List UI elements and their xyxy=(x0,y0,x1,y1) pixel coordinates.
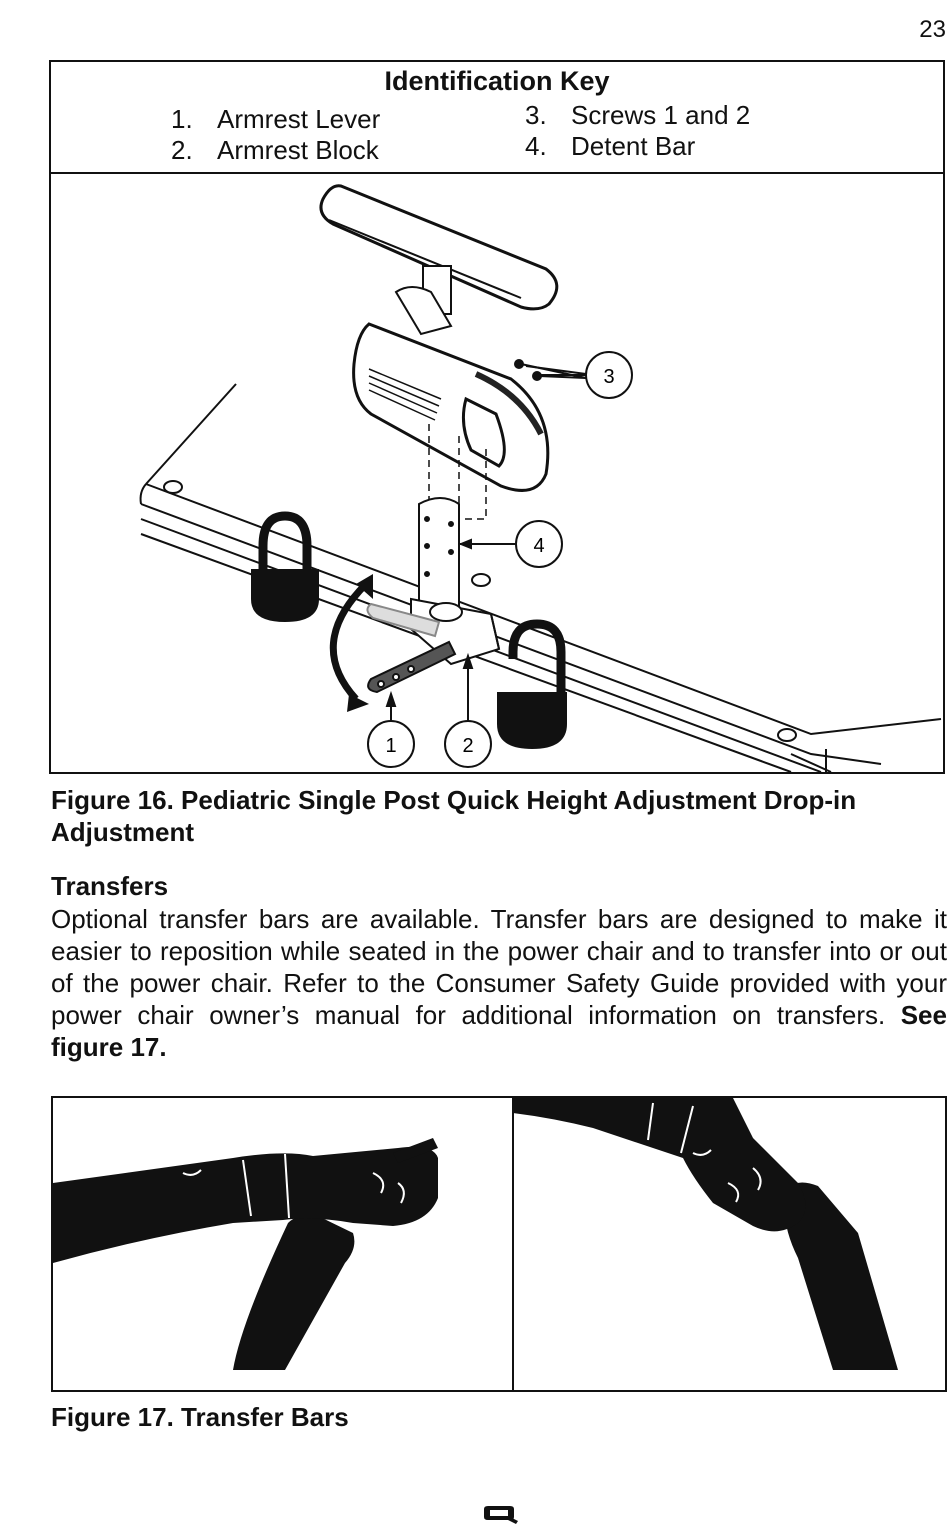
lock-closed-icon xyxy=(251,511,319,622)
key-item-3: 3.Screws 1 and 2 xyxy=(525,100,751,130)
armrest-lever xyxy=(367,640,457,694)
frame-bolts xyxy=(163,480,797,742)
identification-key: Identification Key 1.Armrest Lever 2.Arm… xyxy=(51,62,943,174)
key-item-1: 1.Armrest Lever xyxy=(171,104,381,134)
transfer-bars-illustration xyxy=(53,1098,898,1390)
callout-1: 1 xyxy=(367,720,415,768)
transfer-bar-right xyxy=(784,1182,898,1370)
see-figure-reference: See figure 17. xyxy=(51,1000,947,1062)
callout-leaders xyxy=(385,365,587,729)
key-item-2: 2.Armrest Block xyxy=(171,135,379,165)
svg-text:4: 4 xyxy=(533,535,544,557)
svg-text:1: 1 xyxy=(385,735,396,757)
figure-17-caption: Figure 17. Transfer Bars xyxy=(51,1402,349,1432)
hand-left-details xyxy=(182,1153,405,1219)
lever-ghost xyxy=(366,602,441,638)
callout-3: 3 xyxy=(585,351,633,399)
callout-4: 4 xyxy=(515,520,563,568)
section-heading-transfers: Transfers xyxy=(51,871,169,901)
svg-text:2: 2 xyxy=(462,735,473,757)
svg-text:3: 3 xyxy=(603,366,614,388)
figure-16-caption: Figure 16. Pediatric Single Post Quick H… xyxy=(51,785,857,847)
hand-right-details xyxy=(647,1102,762,1203)
figure-17 xyxy=(51,1096,947,1392)
hand-right xyxy=(513,1098,806,1232)
rotate-arrow-icon xyxy=(329,574,373,712)
lock-open-icon xyxy=(497,619,567,749)
callout-2: 2 xyxy=(444,720,492,768)
armrest-block xyxy=(352,322,550,492)
armrest-illustration: 3 4 1 2 xyxy=(139,184,942,772)
brand-logo-icon xyxy=(484,1506,518,1524)
transfer-bar-left xyxy=(233,1215,355,1370)
hand-left xyxy=(53,1138,438,1263)
detent-bar xyxy=(418,497,460,632)
transfers-paragraph: Optional transfer bars are available. Tr… xyxy=(51,904,947,1062)
key-title: Identification Key xyxy=(384,66,610,96)
figure-16: Identification Key 1.Armrest Lever 2.Arm… xyxy=(49,60,945,774)
page-number: 23 xyxy=(919,16,946,43)
key-item-4: 4.Detent Bar xyxy=(525,131,696,161)
armrest-pad xyxy=(319,184,559,311)
armrest-post xyxy=(394,265,453,336)
